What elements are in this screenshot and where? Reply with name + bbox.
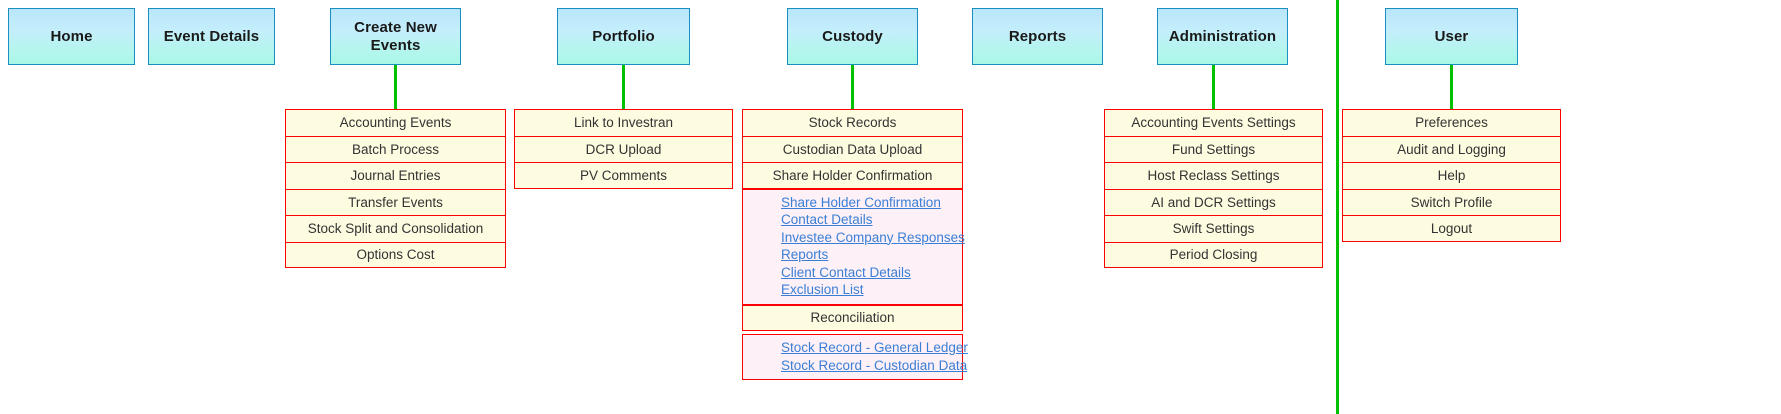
section-divider-vertical xyxy=(1336,0,1339,414)
menu-item[interactable]: Reconciliation xyxy=(742,304,963,331)
submenu-link[interactable]: Exclusion List xyxy=(781,282,864,297)
nav-button-user[interactable]: User xyxy=(1385,8,1518,65)
menu-item[interactable]: Stock Split and Consolidation xyxy=(285,215,506,242)
nav-button-label: Portfolio xyxy=(592,27,655,45)
submenu-link[interactable]: Investee Company Responses xyxy=(781,229,965,245)
nav-button-reports[interactable]: Reports xyxy=(972,8,1103,65)
connector-administration xyxy=(1212,65,1215,109)
menu-item[interactable]: Stock Records xyxy=(742,109,963,136)
menu-item[interactable]: Logout xyxy=(1342,215,1561,242)
nav-button-home[interactable]: Home xyxy=(8,8,135,65)
menu-item[interactable]: PV Comments xyxy=(514,162,733,189)
connector-portfolio xyxy=(622,65,625,109)
submenu-link[interactable]: Stock Record - Custodian Data xyxy=(781,357,968,373)
menu-group: Link to Investran DCR Upload PV Comments xyxy=(514,109,733,189)
menu-item[interactable]: Link to Investran xyxy=(514,109,733,136)
nav-button-create-new-events[interactable]: Create New Events xyxy=(330,8,461,65)
menu-custody: Stock Records Custodian Data Upload Shar… xyxy=(742,109,968,380)
connector-user xyxy=(1450,65,1453,109)
menu-item[interactable]: Custodian Data Upload xyxy=(742,135,963,162)
nav-button-label: Administration xyxy=(1168,27,1277,45)
menu-item[interactable]: Help xyxy=(1342,162,1561,189)
menu-item[interactable]: Preferences xyxy=(1342,109,1561,136)
menu-group: Accounting Events Batch Process Journal … xyxy=(285,109,506,268)
menu-item[interactable]: Fund Settings xyxy=(1104,135,1323,162)
menu-user: Preferences Audit and Logging Help Switc… xyxy=(1342,109,1561,242)
submenu-link[interactable]: Reports xyxy=(781,247,829,262)
nav-button-administration[interactable]: Administration xyxy=(1157,8,1288,65)
nav-button-label: Event Details xyxy=(163,27,260,45)
menu-item[interactable]: Host Reclass Settings xyxy=(1104,162,1323,189)
menu-group: Accounting Events Settings Fund Settings… xyxy=(1104,109,1323,268)
connector-custody xyxy=(851,65,854,109)
nav-button-label: Reports xyxy=(1008,27,1067,45)
nav-button-label: Home xyxy=(50,27,93,45)
menu-item[interactable]: Journal Entries xyxy=(285,162,506,189)
nav-button-custody[interactable]: Custody xyxy=(787,8,918,65)
menu-item[interactable]: Batch Process xyxy=(285,135,506,162)
submenu-reconciliation: Stock Record - General Ledger Stock Reco… xyxy=(742,334,968,380)
menu-item[interactable]: Audit and Logging xyxy=(1342,135,1561,162)
menu-item[interactable]: Accounting Events Settings xyxy=(1104,109,1323,136)
nav-button-label: Custody xyxy=(822,27,883,45)
submenu-link[interactable]: Client Contact Details xyxy=(781,264,911,280)
menu-group: Stock Records Custodian Data Upload Shar… xyxy=(742,109,963,189)
submenu-link[interactable]: Contact Details xyxy=(781,212,873,227)
nav-button-label: Create New Events xyxy=(354,19,437,54)
menu-item[interactable]: Options Cost xyxy=(285,241,506,268)
menu-item[interactable]: Period Closing xyxy=(1104,241,1323,268)
menu-group: Preferences Audit and Logging Help Switc… xyxy=(1342,109,1561,242)
submenu-link[interactable]: Stock Record - General Ledger xyxy=(781,340,968,355)
menu-item[interactable]: AI and DCR Settings xyxy=(1104,188,1323,215)
menu-administration: Accounting Events Settings Fund Settings… xyxy=(1104,109,1323,268)
menu-create-new-events: Accounting Events Batch Process Journal … xyxy=(285,109,506,268)
menu-portfolio: Link to Investran DCR Upload PV Comments xyxy=(514,109,733,189)
connector-create-new-events xyxy=(394,65,397,109)
submenu-share-holder-confirmation: Share Holder Confirmation Contact Detail… xyxy=(742,188,965,305)
menu-item[interactable]: DCR Upload xyxy=(514,135,733,162)
nav-button-label: User xyxy=(1434,27,1469,45)
menu-item[interactable]: Swift Settings xyxy=(1104,215,1323,242)
submenu-link[interactable]: Share Holder Confirmation xyxy=(781,194,941,210)
nav-button-portfolio[interactable]: Portfolio xyxy=(557,8,690,65)
menu-item[interactable]: Share Holder Confirmation xyxy=(742,162,963,189)
menu-group-reconciliation: Reconciliation xyxy=(742,304,963,331)
menu-item[interactable]: Transfer Events xyxy=(285,188,506,215)
menu-item[interactable]: Accounting Events xyxy=(285,109,506,136)
nav-button-event-details[interactable]: Event Details xyxy=(148,8,275,65)
menu-item[interactable]: Switch Profile xyxy=(1342,188,1561,215)
